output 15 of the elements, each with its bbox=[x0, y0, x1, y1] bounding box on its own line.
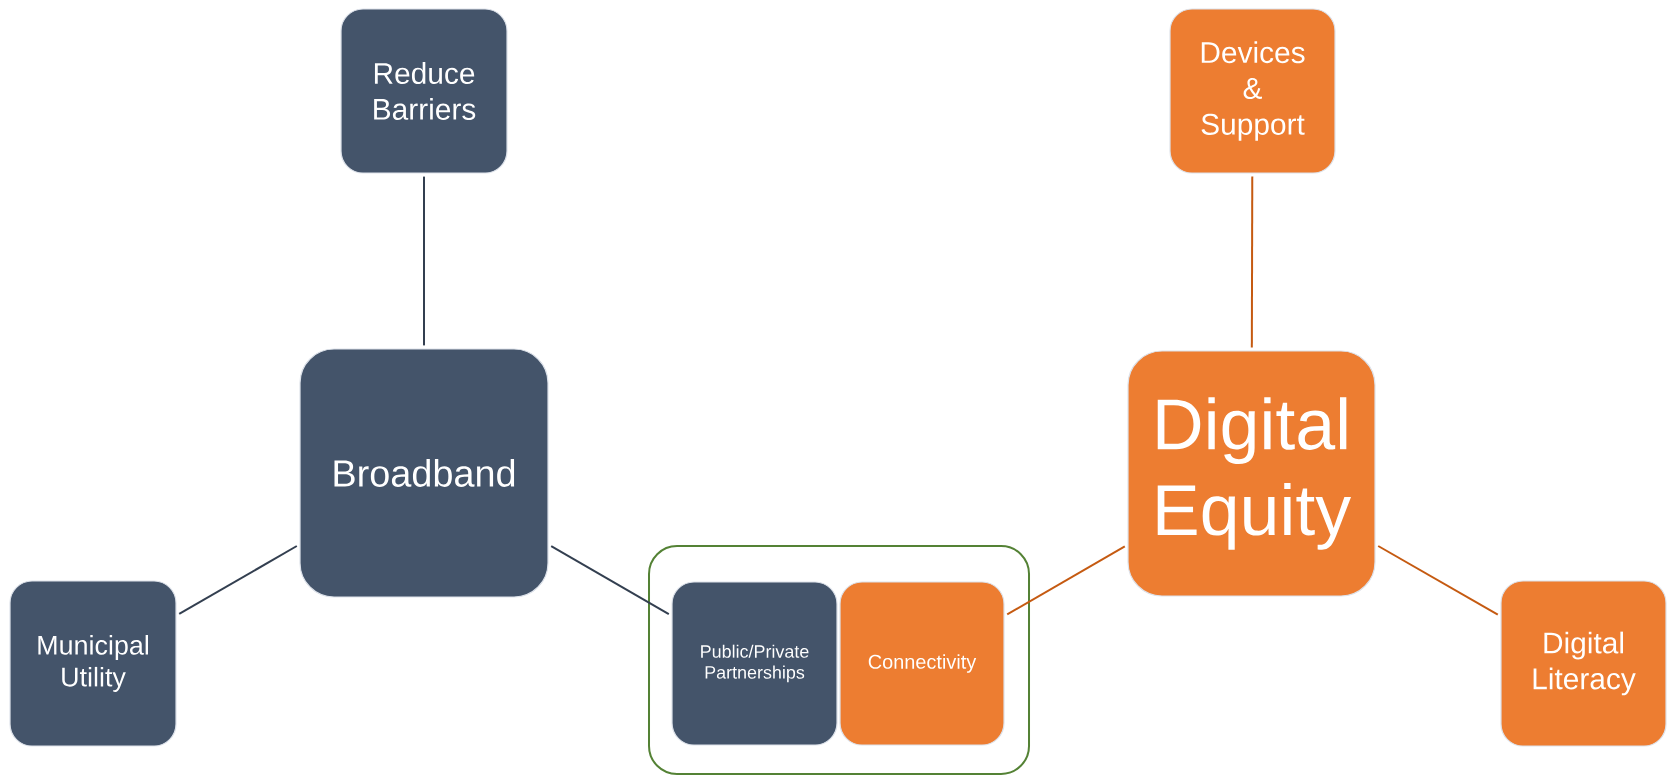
connector-line bbox=[178, 545, 298, 615]
topic-box: Public/Private Partnerships bbox=[671, 581, 838, 746]
connector-line bbox=[550, 545, 670, 616]
topic-box: Connectivity bbox=[839, 581, 1005, 746]
connector-line bbox=[1377, 545, 1499, 616]
hub-box: Digital Equity bbox=[1127, 350, 1376, 597]
topic-box: Reduce Barriers bbox=[340, 8, 508, 174]
group-frame bbox=[648, 545, 1030, 775]
connector-line bbox=[1006, 545, 1126, 616]
topic-box: Devices & Support bbox=[1169, 8, 1336, 174]
connector-line bbox=[423, 175, 425, 347]
topic-box: Municipal Utility bbox=[9, 580, 177, 747]
hub-box: Broadband bbox=[299, 348, 549, 598]
connector-line bbox=[1250, 175, 1254, 349]
topic-box: Digital Literacy bbox=[1500, 580, 1667, 747]
